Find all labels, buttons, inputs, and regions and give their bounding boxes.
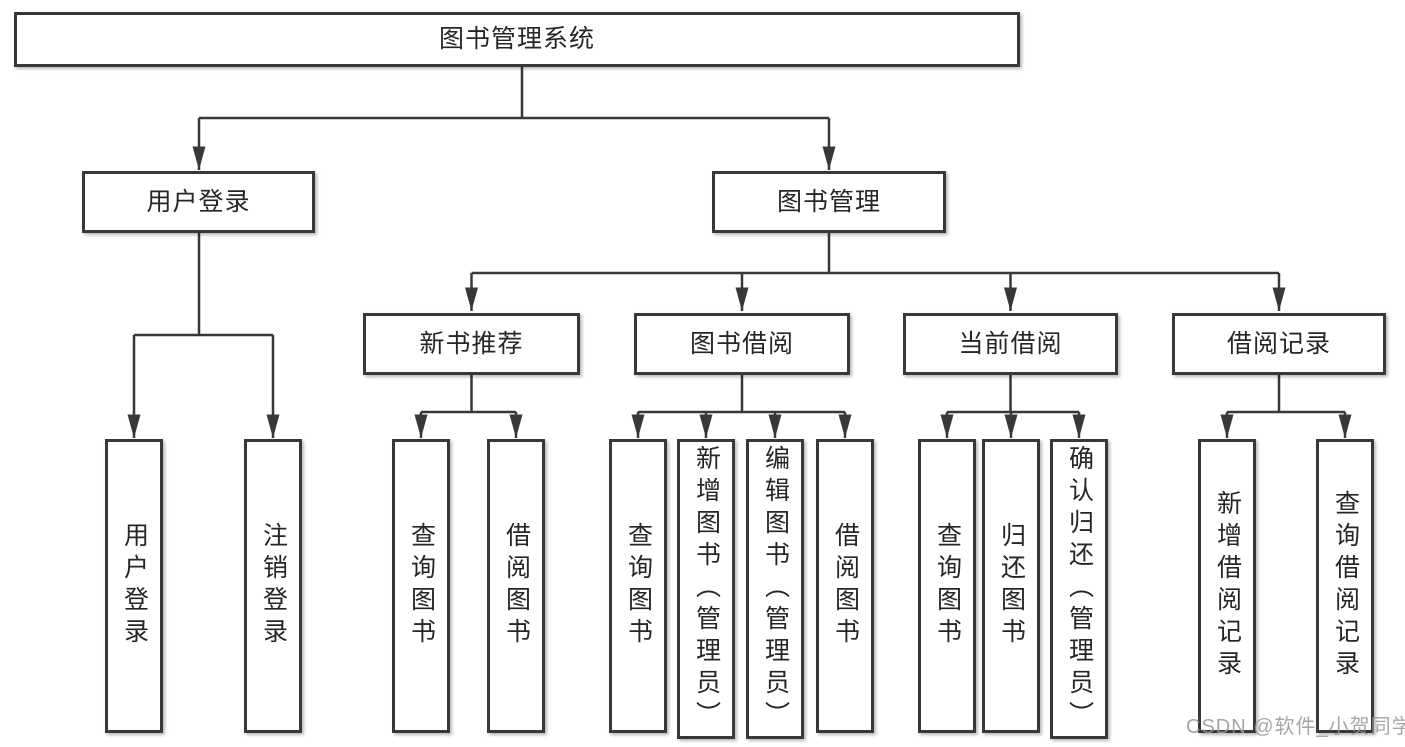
leaf-label: 查询借阅记录 [1331,490,1360,682]
leaf-query-book-recommend: 查询图书 [392,439,450,733]
node-book-borrowing: 图书借阅 [634,313,850,375]
leaf-add-book-admin: 新增图书（管理员） [677,439,735,739]
leaf-label: 确认归还（管理员） [1065,445,1094,733]
leaf-user-login: 用户登录 [105,439,163,733]
node-current-borrowing: 当前借阅 [903,313,1118,375]
leaf-query-book-current: 查询图书 [918,439,976,733]
node-label: 借阅记录 [1226,329,1331,358]
leaf-borrow-book-recommend: 借阅图书 [487,439,545,733]
leaf-label: 用户登录 [120,522,149,650]
node-book-management: 图书管理 [712,171,946,233]
leaf-label: 新增借阅记录 [1213,490,1242,682]
leaf-label: 新增图书（管理员） [692,445,721,733]
leaf-query-book-borrowing: 查询图书 [609,439,667,733]
watermark: CSDN @软件_小贺同学 [1186,716,1405,738]
leaf-label: 归还图书 [997,522,1026,650]
node-label: 用户登录 [146,187,251,216]
leaf-label: 借阅图书 [502,522,531,650]
leaf-logout-login: 注销登录 [244,439,302,733]
node-label: 图书借阅 [689,329,794,358]
node-label: 图书管理 [776,187,881,216]
node-label: 当前借阅 [958,329,1063,358]
node-label: 新书推荐 [419,329,524,358]
leaf-label: 查询图书 [407,522,436,650]
node-borrowing-records: 借阅记录 [1172,313,1386,375]
node-user-login: 用户登录 [82,171,315,233]
node-library-management-system: 图书管理系统 [14,12,1020,67]
leaf-label: 编辑图书（管理员） [761,445,790,733]
leaf-confirm-return-admin: 确认归还（管理员） [1050,439,1108,739]
leaf-return-book: 归还图书 [982,439,1040,733]
node-label: 图书管理系统 [438,25,595,53]
leaf-label: 查询图书 [933,522,962,650]
leaf-edit-book-admin: 编辑图书（管理员） [746,439,804,739]
leaf-label: 注销登录 [259,522,288,650]
leaf-query-borrow-record: 查询借阅记录 [1316,439,1374,733]
leaf-add-borrow-record: 新增借阅记录 [1198,439,1256,733]
leaf-label: 查询图书 [624,522,653,650]
leaf-borrow-book: 借阅图书 [816,439,874,733]
leaf-label: 借阅图书 [831,522,860,650]
node-new-book-recommendation: 新书推荐 [363,313,580,375]
